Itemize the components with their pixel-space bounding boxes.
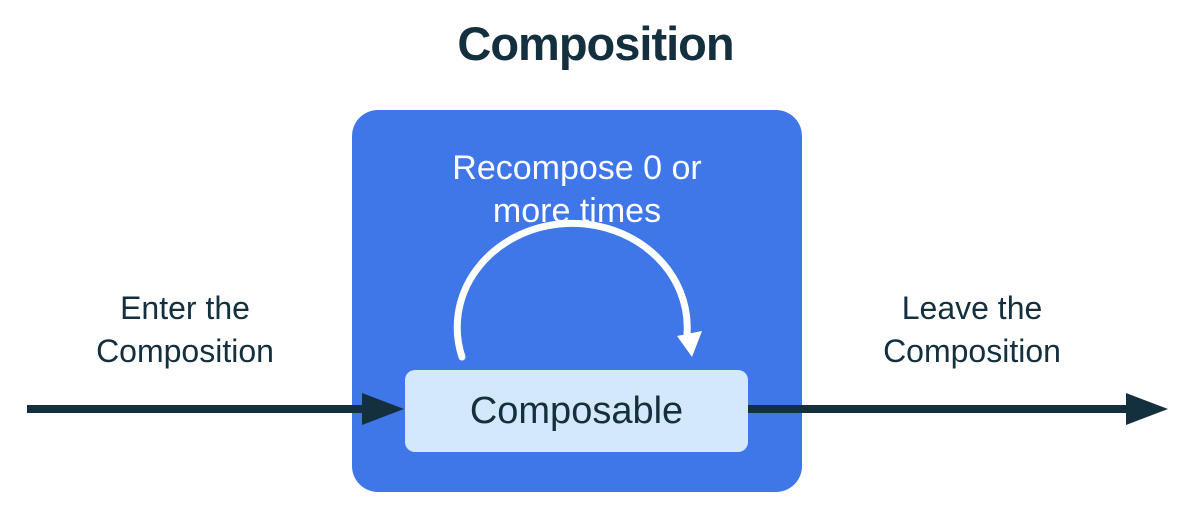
composition-box: Recompose 0 or more times Composable: [352, 110, 802, 492]
leave-arrow-icon: [748, 393, 1168, 425]
composable-node: Composable: [405, 370, 748, 452]
diagram-title: Composition: [457, 17, 734, 70]
composable-node-label: Composable: [469, 389, 684, 432]
enter-arrow-icon: [27, 393, 404, 425]
recompose-label: Recompose 0 or more times: [452, 149, 702, 230]
enter-composition-label: Enter the Composition: [96, 290, 274, 369]
leave-composition-label: Leave the Composition: [883, 290, 1061, 369]
